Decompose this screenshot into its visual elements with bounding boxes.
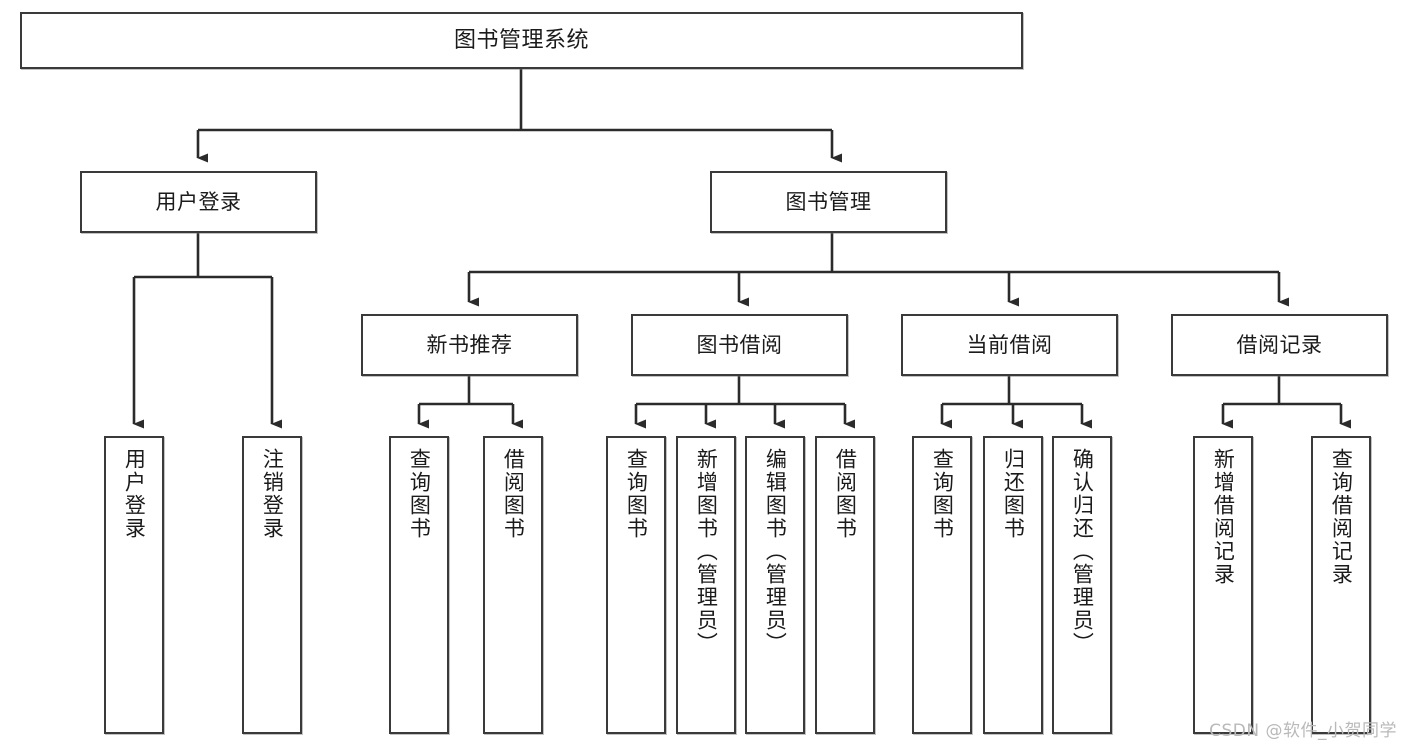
- node-label: 注销登录: [260, 448, 285, 540]
- node-label: 图书管理系统: [453, 27, 589, 53]
- node-label: 借阅记录: [1236, 332, 1323, 357]
- node-label: 查询图书: [624, 448, 649, 540]
- node-leaf-user-logout[interactable]: 注销登录: [242, 436, 302, 734]
- node-label: 查询图书: [930, 448, 955, 540]
- node-leaf-query-book-2[interactable]: 查询图书: [606, 436, 666, 734]
- node-leaf-query-book-3[interactable]: 查询图书: [912, 436, 972, 734]
- node-label: 新增图书（管理员）: [694, 448, 719, 655]
- node-leaf-edit-book[interactable]: 编辑图书（管理员）: [745, 436, 805, 734]
- node-leaf-add-record[interactable]: 新增借阅记录: [1193, 436, 1253, 734]
- node-leaf-confirm-return[interactable]: 确认归还（管理员）: [1052, 436, 1112, 734]
- node-book-manage[interactable]: 图书管理: [710, 171, 947, 233]
- node-label: 图书借阅: [696, 332, 783, 357]
- node-label: 归还图书: [1001, 448, 1026, 540]
- node-new-book-recommend[interactable]: 新书推荐: [361, 314, 578, 376]
- node-label: 图书管理: [785, 189, 872, 214]
- node-leaf-add-book[interactable]: 新增图书（管理员）: [676, 436, 736, 734]
- node-label: 当前借阅: [966, 332, 1053, 357]
- node-label: 确认归还（管理员）: [1070, 448, 1095, 655]
- node-current-borrow[interactable]: 当前借阅: [901, 314, 1118, 376]
- node-label: 新书推荐: [426, 332, 513, 357]
- node-label: 查询图书: [407, 448, 432, 540]
- node-leaf-query-record[interactable]: 查询借阅记录: [1311, 436, 1371, 734]
- node-label: 查询借阅记录: [1329, 448, 1354, 586]
- node-book-borrow[interactable]: 图书借阅: [631, 314, 848, 376]
- node-root-system[interactable]: 图书管理系统: [20, 12, 1023, 69]
- node-leaf-return-book[interactable]: 归还图书: [983, 436, 1043, 734]
- node-leaf-borrow-book-2[interactable]: 借阅图书: [815, 436, 875, 734]
- node-label: 借阅图书: [501, 448, 526, 540]
- node-leaf-user-login[interactable]: 用户登录: [104, 436, 164, 734]
- node-label: 用户登录: [155, 189, 242, 214]
- node-label: 新增借阅记录: [1211, 448, 1236, 586]
- node-borrow-record[interactable]: 借阅记录: [1171, 314, 1388, 376]
- node-label: 借阅图书: [833, 448, 858, 540]
- node-leaf-borrow-book-1[interactable]: 借阅图书: [483, 436, 543, 734]
- node-label: 用户登录: [122, 448, 147, 540]
- node-label: 编辑图书（管理员）: [763, 448, 788, 655]
- csdn-watermark: CSDN @软件_小贺同学: [1209, 721, 1397, 741]
- node-leaf-query-book-1[interactable]: 查询图书: [389, 436, 449, 734]
- node-user-login[interactable]: 用户登录: [80, 171, 317, 233]
